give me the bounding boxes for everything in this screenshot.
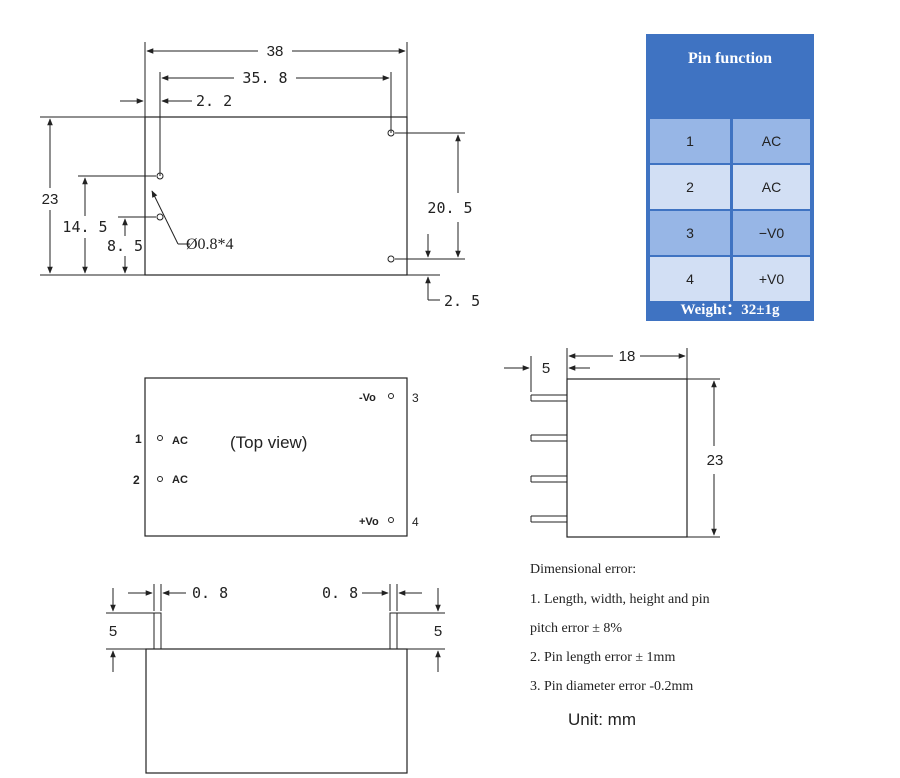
- pin-number-cell: 4: [650, 257, 730, 301]
- pin4-label: +Vo: [359, 516, 379, 528]
- dim-line-pin2-height: [118, 216, 156, 274]
- pin-table-title: Pin function: [687, 50, 772, 67]
- pin-table-row: 3 −V0: [650, 211, 810, 255]
- dim-leader-hole-diameter: [151, 190, 190, 245]
- dim-front-pin-length-left: 5: [109, 623, 117, 640]
- dim-line-overall-length: [144, 42, 408, 117]
- note-line-4: 3. Pin diameter error -0.2mm: [530, 679, 694, 694]
- dim-line-front-pin-length-right: [397, 588, 445, 672]
- dim-line-height: [40, 116, 145, 276]
- dim-pin-span: 35. 8: [242, 69, 287, 87]
- dim-edge-offset: 2. 2: [196, 92, 232, 110]
- unit-label: Unit: mm: [568, 710, 636, 729]
- dim-line-pin1-height: [78, 175, 156, 274]
- pin1-number: 1: [135, 432, 142, 446]
- pin-function-cell: +V0: [730, 257, 810, 301]
- pin4-number: 4: [412, 515, 419, 529]
- pin2-label: AC: [172, 474, 188, 486]
- note-line-2: pitch error ± 8%: [530, 621, 623, 636]
- dim-front-pin-length-right: 5: [434, 623, 442, 640]
- dim-line-front-pin-width-right: [362, 584, 422, 611]
- dim-line-right-edge-offset: [407, 234, 440, 301]
- dim-side-pin-length: 5: [542, 360, 550, 377]
- weight-label: Weight：32±1g: [680, 302, 780, 318]
- dim-height: 23: [42, 191, 59, 208]
- dim-pin1-height: 14. 5: [62, 218, 107, 236]
- notes-heading: Dimensional error:: [530, 562, 637, 577]
- note-line-1: 1. Length, width, height and pin: [530, 592, 710, 607]
- dim-front-pin-width-left: 0. 8: [192, 584, 228, 602]
- dim-hole-diameter: Ø0.8*4: [186, 236, 234, 253]
- dim-overall-length: 38: [267, 43, 284, 60]
- pin-function-cell: AC: [730, 165, 810, 209]
- pin-function-cell: −V0: [730, 211, 810, 255]
- label-view-outline: [144, 377, 408, 537]
- pin2-number: 2: [133, 473, 140, 487]
- pin1-label: AC: [172, 435, 188, 447]
- dim-line-front-pin-width-left: [128, 584, 186, 611]
- note-line-3: 2. Pin length error ± 1mm: [530, 650, 676, 665]
- pin-table-row: 4 +V0: [650, 257, 810, 301]
- dim-line-side-depth: [568, 348, 688, 379]
- dim-line-right-pin-spacing: [395, 132, 465, 260]
- pin-number-cell: 3: [650, 211, 730, 255]
- dim-line-edge-offset: [120, 92, 192, 117]
- dim-side-depth: 18: [619, 348, 636, 365]
- top-view-caption: (Top view): [230, 433, 307, 452]
- pin-table-row: 2 AC: [650, 165, 810, 209]
- dim-line-pin-span: [159, 72, 392, 176]
- dim-side-height: 23: [707, 452, 724, 469]
- pin3-label: -Vo: [359, 392, 376, 404]
- top-view-outline: [144, 116, 408, 276]
- front-view-outline: [145, 612, 408, 774]
- pin-number-cell: 1: [650, 119, 730, 163]
- side-view-outline: [530, 378, 688, 538]
- dim-line-front-pin-length-left: [106, 588, 154, 672]
- pin-number-cell: 2: [650, 165, 730, 209]
- pin-function-table: Pin function 1 AC 2 AC 3 −V0 4 +V0 Weigh…: [646, 34, 814, 321]
- dim-pin2-height: 8. 5: [107, 237, 143, 255]
- dim-right-edge-offset: 2. 5: [444, 292, 480, 310]
- dim-line-side-pin-length: [504, 348, 590, 392]
- pin-table-row: 1 AC: [650, 119, 810, 163]
- dim-front-pin-width-right: 0. 8: [322, 584, 358, 602]
- dim-line-side-height: [687, 378, 720, 538]
- pin-function-cell: AC: [730, 119, 810, 163]
- pin3-number: 3: [412, 391, 419, 405]
- dim-right-pin-spacing: 20. 5: [427, 199, 472, 217]
